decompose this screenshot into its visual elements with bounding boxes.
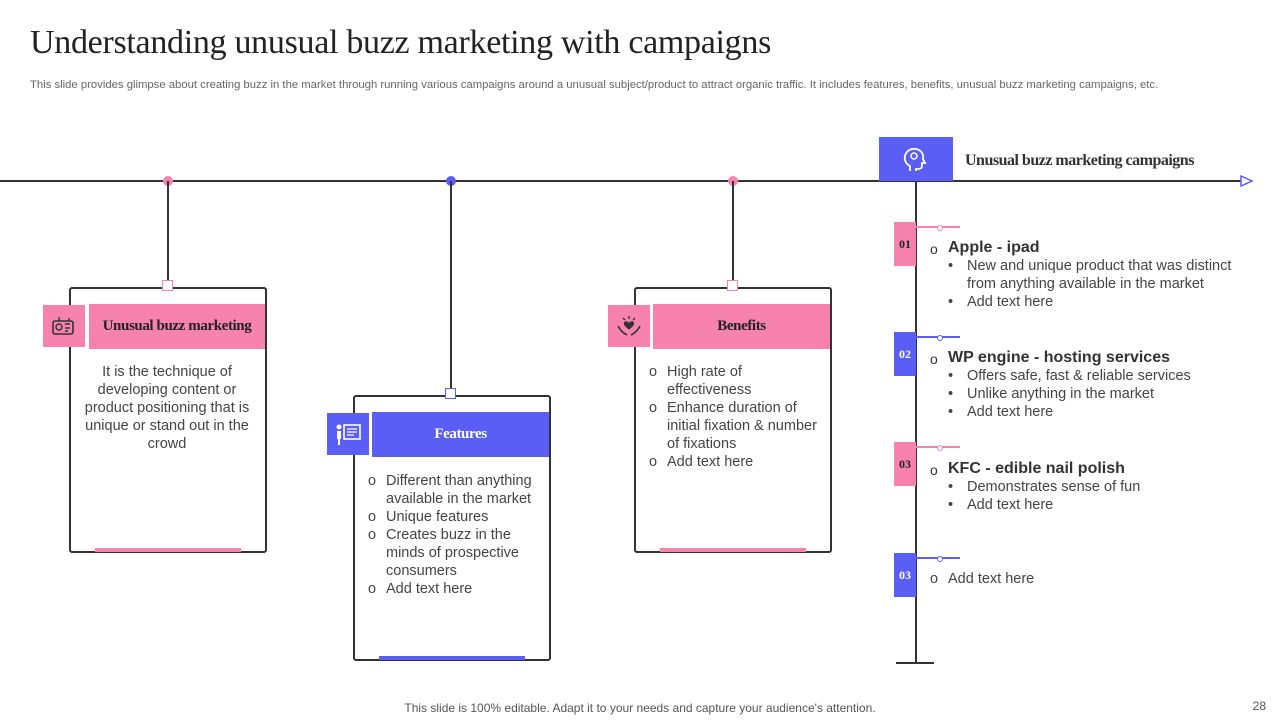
page-number: 28 [1252,699,1266,713]
page-subtitle: This slide provides glimpse about creati… [30,79,1159,91]
card-buzz-anchor [162,280,173,291]
list-item: Offers safe, fast & reliable services [948,367,1250,385]
campaign-number-03: 03 [894,442,916,486]
campaign-number-01: 01 [894,222,916,266]
card-buzz-text: It is the technique of developing conten… [84,364,250,452]
card-features-anchor [445,388,456,399]
card-features-list: Different than anything available in the… [366,472,544,598]
list-item: Unique features [366,508,544,526]
campaign-item-02: WP engine - hosting services Offers safe… [930,349,1250,421]
campaign-title: WP engine - hosting services [930,349,1250,368]
campaign-item-01: Apple - ipad New and unique product that… [930,239,1250,311]
card-features-heading: Features [372,412,549,457]
connector-features [450,181,452,392]
list-item: Unlike anything in the market [948,385,1250,403]
campaigns-spine-base [896,662,934,664]
megaphone-icon [43,305,85,347]
card-benefits-underline [660,548,806,552]
brain-head-icon [879,137,953,181]
list-item: Enhance duration of initial fixation & n… [647,399,825,453]
campaigns-heading: Unusual buzz marketing campaigns [965,152,1194,169]
list-item: Add text here [948,496,1250,514]
campaign-tick-dot-02 [937,335,943,341]
timeline-line [0,180,1244,182]
campaign-title: Apple - ipad [930,239,1250,258]
card-buzz-heading: Unusual buzz marketing [89,304,265,349]
list-item: New and unique product that was distinct… [948,257,1250,293]
campaign-title: KFC - edible nail polish [930,460,1250,479]
campaign-item-04: Add text here [928,570,1228,588]
campaign-number-04: 03 [894,553,916,597]
campaign-tick-dot-04 [937,556,943,562]
connector-buzz [167,181,169,285]
footer-note: This slide is 100% editable. Adapt it to… [404,701,876,715]
presentation-icon [327,413,369,455]
list-item: Add text here [948,293,1250,311]
card-buzz-underline [95,548,241,552]
hands-heart-icon [608,305,650,347]
card-benefits-list: High rate of effectiveness Enhance durat… [647,363,825,471]
list-item: Add text here [647,453,825,471]
list-item: Different than anything available in the… [366,472,544,508]
campaign-item-03: KFC - edible nail polish Demonstrates se… [930,460,1250,514]
list-item: Creates buzz in the minds of prospective… [366,526,544,580]
timeline-arrow-icon [1240,175,1254,187]
list-item: Add text here [948,403,1250,421]
list-item: Demonstrates sense of fun [948,478,1250,496]
campaigns-spine [915,181,917,663]
card-benefits-heading: Benefits [653,304,830,349]
list-item: Add text here [928,570,1228,588]
campaign-number-02: 02 [894,332,916,376]
campaign-tick-dot-01 [937,225,943,231]
card-benefits-anchor [727,280,738,291]
list-item: Add text here [366,580,544,598]
connector-benefits [732,181,734,285]
card-features-underline [379,656,525,660]
campaign-tick-dot-03 [937,445,943,451]
list-item: High rate of effectiveness [647,363,825,399]
page-title: Understanding unusual buzz marketing wit… [30,24,772,61]
